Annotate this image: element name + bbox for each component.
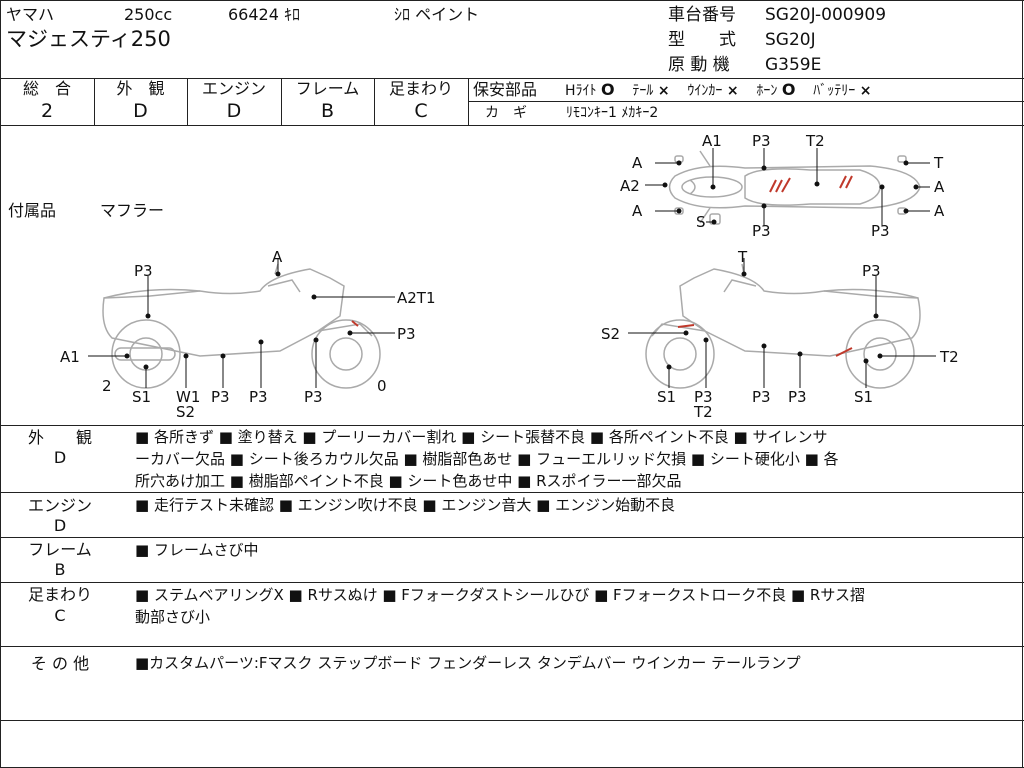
suspension-label: 足まわり [388,79,453,98]
type-label: 型 式 [668,30,736,50]
diag-left-label: 2 [102,377,112,395]
note-frame-label: フレーム [28,540,92,559]
frame-label: フレーム [295,79,360,98]
engine-model-label: 原 動 機 [668,55,730,75]
diag-left-label: P3 [397,325,416,343]
diag-top-label: A1 [702,132,722,150]
safety-battery: ﾊﾞｯﾃﾘｰ × [813,83,872,99]
diag-right-label: S1 [657,388,676,406]
overall-label: 総 合 [22,79,71,98]
diag-left-label: P3 [249,388,268,406]
diag-left-label: A2T1 [397,289,436,307]
accessories-value: マフラー [100,201,165,220]
note-suspension-text: ■ ステムベアリングX ■ Rサスぬけ ■ Fフォークダストシールひび ■ Fフ… [135,586,866,626]
engine-grade: D [226,100,242,122]
left-view-labels: A P3 A2T1 P3 A1 2 S1 W1 S2 P3 P3 P3 0 [60,248,436,421]
diag-top-label: P3 [752,132,771,150]
note-suspension-grade: C [54,606,66,625]
diag-right-label: P3 [788,388,807,406]
diag-top-label: A [934,178,945,196]
frame-no-label: 車台番号 [668,5,736,25]
diag-left-label: P3 [304,388,323,406]
note-suspension-label: 足まわり [27,585,92,604]
diag-top-label: T2 [805,132,825,150]
diag-top-label: P3 [752,222,771,240]
diag-left-label: S2 [176,403,195,421]
overall-grade: 2 [40,100,54,122]
diag-right-label: P3 [752,388,771,406]
exterior-label: 外 観 [116,79,165,98]
diag-top-label: A2 [620,177,640,195]
safety-winker: ｳｲﾝｶｰ × [687,83,739,99]
suspension-grade: C [414,100,428,122]
diag-left-label: A [272,248,283,266]
displacement: 250cc [124,5,173,24]
diag-left-label: P3 [211,388,230,406]
safety-label: 保安部品 [473,80,538,99]
scooter-right-view [645,263,921,389]
note-engine-label: エンジン [27,496,92,515]
safety-tail: ﾃｰﾙ × [632,83,670,99]
diag-right-label: T2 [693,403,713,421]
top-view-labels: A A2 A A1 S P3 P3 T2 T A A P3 [620,132,945,240]
exterior-grade: D [133,100,148,122]
key-value: ﾘﾓｺﾝｷｰ1 ﾒｶｷｰ2 [566,105,659,121]
diag-left-label: S1 [132,388,151,406]
mileage: 66424 ｷﾛ [228,5,300,24]
safety-items: Hﾗｲﾄ O ﾃｰﾙ × ｳｲﾝｶｰ × ﾎｰﾝ O ﾊﾞｯﾃﾘｰ × [565,80,871,101]
maker: ヤマハ [6,5,55,24]
diag-left-label: A1 [60,348,80,366]
model-name: マジェスティ250 [6,27,171,51]
top-view-leaders [645,148,930,226]
note-exterior-grade: D [53,448,67,467]
note-engine-text: ■ 走行テスト未確認 ■ エンジン吹け不良 ■ エンジン音大 ■ エンジン始動不… [135,496,676,514]
note-exterior-label: 外 観 [27,428,92,447]
diag-right-label: P3 [862,262,881,280]
top-damage-marks [769,175,853,193]
diag-top-label: S [696,213,706,231]
diag-top-label: A [934,202,945,220]
diag-right-label: T2 [939,348,959,366]
frame-no: SG20J-000909 [765,5,887,25]
diag-left-label: 0 [377,377,387,395]
diag-top-label: P3 [871,222,890,240]
note-other-text: ■カスタムパーツ:Fマスク ステップボード フェンダーレス タンデムバー ウイン… [135,654,801,672]
note-frame-text: ■ フレームさび中 [135,541,259,559]
damage-diagram: A A2 A A1 S P3 P3 T2 T A A P3 [60,132,959,421]
diag-right-label: S2 [601,325,620,343]
engine-model: G359E [765,55,822,75]
diag-right-label: P3 [694,388,713,406]
frame-grade: B [320,100,335,122]
safety-headlight: Hﾗｲﾄ O [565,80,615,99]
diag-left-label: W1 [176,388,200,406]
note-exterior-text: ■ 各所きず ■ 塗り替え ■ プーリーカバー割れ ■ シート張替不良 ■ 各所… [135,428,839,490]
right-view-labels: T P3 S2 T2 S1 P3 T2 P3 P3 S1 [601,248,959,421]
diag-right-label: S1 [854,388,873,406]
accessories-label: 付属品 [8,201,57,220]
engine-label: エンジン [201,79,266,98]
diag-top-label: A [632,202,643,220]
diag-top-label: A [632,154,643,172]
left-view-leaders [88,258,395,388]
note-engine-grade: D [53,516,67,535]
right-view-leaders [628,258,936,388]
diag-right-label: T [737,248,748,266]
note-other-label: そ の 他 [30,654,90,673]
safety-horn: ﾎｰﾝ O [756,80,796,99]
diag-left-label: P3 [134,262,153,280]
diag-top-label: T [933,154,944,172]
scooter-left-view [102,263,381,389]
note-frame-grade: B [54,560,66,579]
type-value: SG20J [765,30,816,50]
color: ｼﾛ ペイント [394,5,480,24]
key-label: カ ギ [485,105,527,121]
